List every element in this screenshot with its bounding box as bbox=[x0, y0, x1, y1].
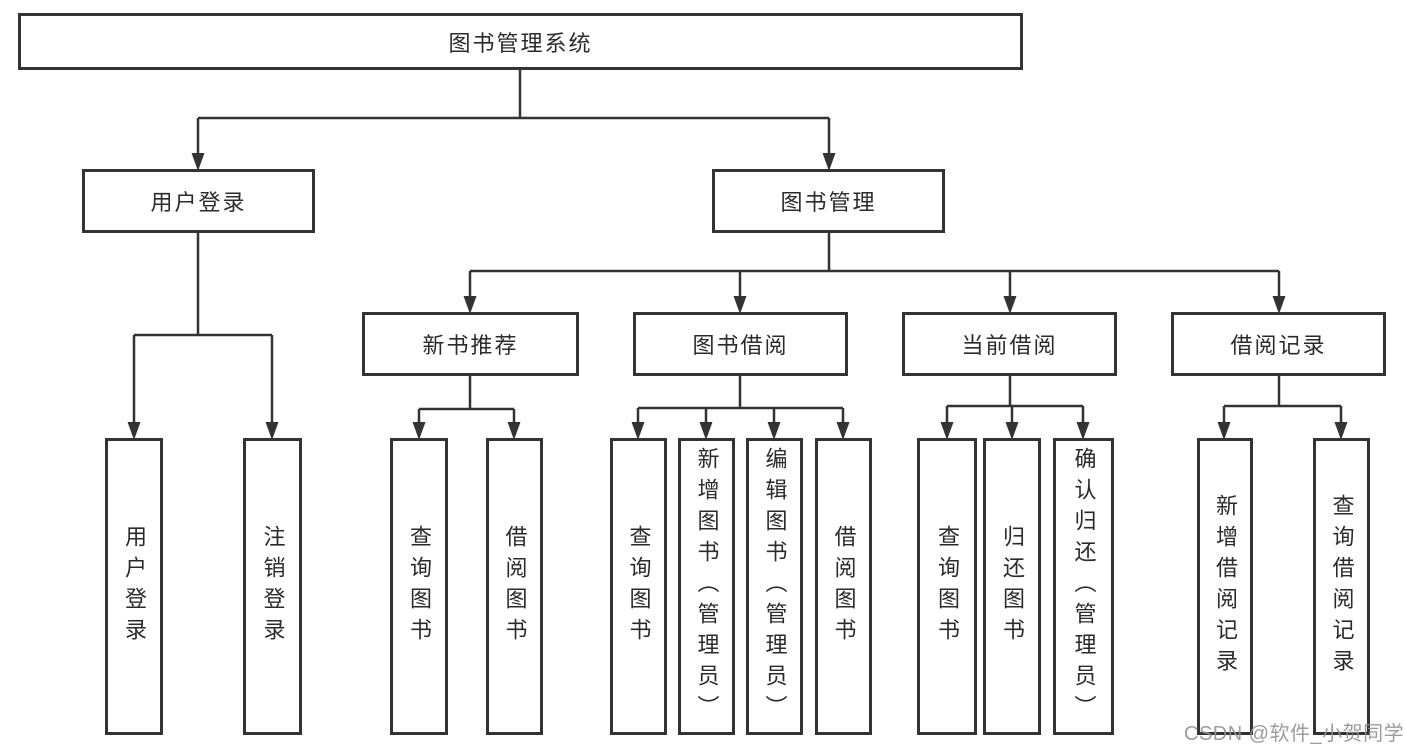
node-book-borrowing: 图书借阅 bbox=[633, 312, 848, 376]
node-current-borrowing: 当前借阅 bbox=[902, 312, 1117, 376]
node-label: 查询借阅记录 bbox=[1329, 493, 1355, 680]
leaf-user-login: 用户登录 bbox=[105, 438, 163, 735]
node-label: 借阅记录 bbox=[1230, 333, 1327, 358]
node-user-login-group: 用户登录 bbox=[82, 169, 315, 233]
node-label: 借阅图书 bbox=[831, 524, 857, 649]
node-label: 编辑图书（管理员） bbox=[762, 447, 788, 726]
node-label: 确认归还（管理员） bbox=[1071, 447, 1097, 726]
leaf-recommend-query-books: 查询图书 bbox=[390, 438, 448, 735]
leaf-current-confirm-return-admin: 确认归还（管理员） bbox=[1053, 438, 1114, 735]
node-label: 用户登录 bbox=[150, 190, 247, 215]
node-label: 新增借阅记录 bbox=[1213, 493, 1238, 680]
leaf-borrow-borrow-books: 借阅图书 bbox=[815, 438, 872, 735]
node-label: 图书管理系统 bbox=[448, 30, 593, 56]
node-label: 查询图书 bbox=[626, 524, 652, 649]
node-label: 查询图书 bbox=[407, 524, 432, 649]
node-label: 当前借阅 bbox=[961, 333, 1058, 358]
leaf-borrow-query-books: 查询图书 bbox=[610, 438, 667, 735]
node-new-book-recommend: 新书推荐 bbox=[362, 312, 579, 376]
leaf-recommend-borrow-books: 借阅图书 bbox=[486, 438, 543, 735]
leaf-logout: 注销登录 bbox=[243, 438, 302, 735]
node-book-management: 图书管理 bbox=[712, 169, 945, 233]
node-label: 新书推荐 bbox=[422, 333, 519, 358]
node-label: 借阅图书 bbox=[502, 524, 528, 649]
node-root-system: 图书管理系统 bbox=[18, 13, 1023, 70]
node-label: 图书管理 bbox=[780, 190, 877, 215]
node-label: 图书借阅 bbox=[692, 333, 789, 358]
watermark: CSDN @软件_小贺同学 bbox=[1184, 723, 1405, 745]
node-label: 查询图书 bbox=[935, 524, 960, 649]
node-label: 用户登录 bbox=[122, 524, 147, 649]
node-label: 新增图书（管理员） bbox=[694, 447, 720, 726]
node-label: 注销登录 bbox=[260, 524, 286, 649]
node-borrowing-records: 借阅记录 bbox=[1171, 312, 1386, 376]
node-label: 归还图书 bbox=[1000, 524, 1025, 649]
leaf-current-query-books: 查询图书 bbox=[917, 438, 977, 735]
leaf-current-return-books: 归还图书 bbox=[983, 438, 1041, 735]
leaf-records-add-record: 新增借阅记录 bbox=[1197, 438, 1253, 735]
leaf-borrow-edit-books-admin: 编辑图书（管理员） bbox=[746, 438, 803, 735]
leaf-borrow-add-books-admin: 新增图书（管理员） bbox=[678, 438, 735, 735]
arrowheads bbox=[127, 153, 1348, 440]
leaf-records-query-record: 查询借阅记录 bbox=[1313, 438, 1370, 735]
